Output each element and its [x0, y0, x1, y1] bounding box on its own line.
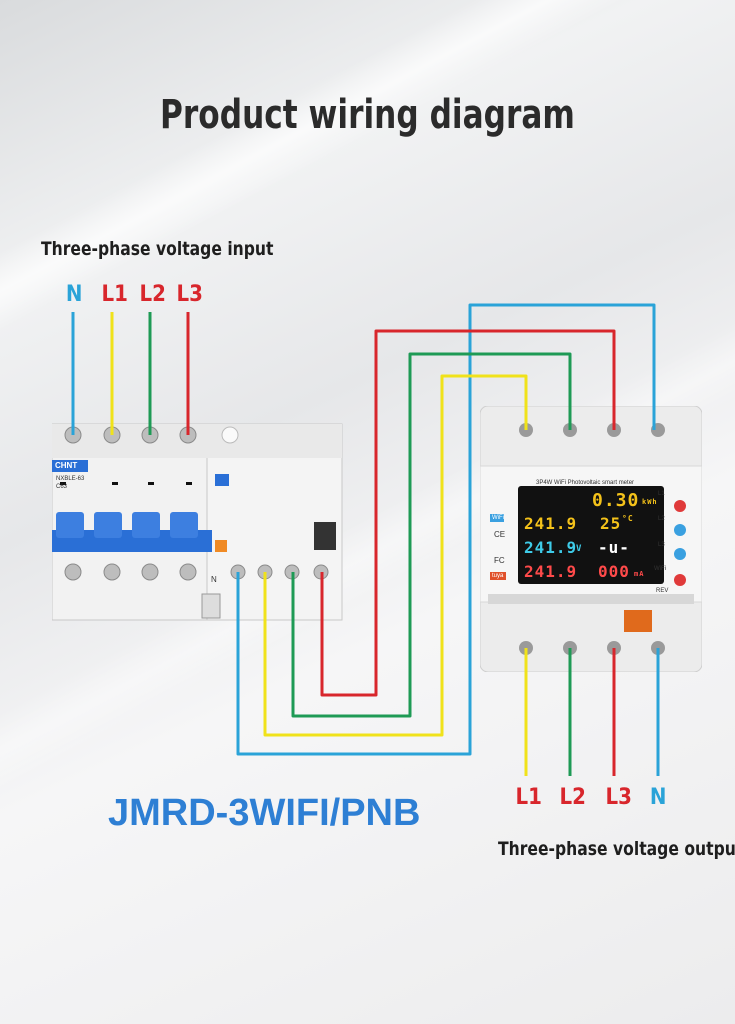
breaker-n-mark: N: [211, 575, 217, 584]
meter-header: 3P4W WiFi Photovoltaic smart meter: [536, 480, 635, 486]
wire-n-link: [236, 303, 656, 756]
output-label-l1: L1: [515, 785, 542, 810]
lcd-temp: 25: [600, 514, 622, 533]
side-label-rev: REV: [656, 588, 669, 594]
lcd-current: 000: [598, 562, 630, 581]
lcd-energy: 0.30: [592, 490, 640, 511]
badge-tuya: tuya: [492, 573, 504, 579]
badge-ce: CE: [494, 530, 506, 539]
lcd-power: 241.9: [524, 514, 578, 533]
smart-meter: 3P4W WiFi Photovoltaic smart meter 0.30 …: [479, 405, 703, 673]
model-name: JMRD-3WIFI/PNB: [108, 792, 421, 834]
page-title: Product wiring diagram: [160, 92, 575, 138]
output-caption: Three-phase voltage output: [498, 838, 735, 860]
side-label-l1: L1: [658, 491, 665, 497]
badge-fc: FC: [494, 556, 505, 565]
breaker-brand: CHNT: [55, 461, 78, 470]
lcd-current-unit: mA: [634, 570, 645, 578]
side-label-wifi: WiFi: [654, 566, 666, 572]
input-label-l1: L1: [101, 282, 128, 307]
wire-l1-link: [263, 374, 528, 737]
input-label-l3: L3: [176, 282, 203, 307]
input-label-l2: L2: [139, 282, 166, 307]
lcd-energy-unit: kWh: [642, 498, 658, 506]
input-label-n: N: [65, 282, 83, 307]
breaker-model: NXBLE-63: [56, 476, 85, 482]
lcd-voltage: 241.9: [524, 538, 578, 557]
lcd-reading: 241.9: [524, 562, 578, 581]
side-label-l3: L3: [658, 542, 665, 548]
badge-wifi: WiFi: [492, 515, 504, 521]
circuit-breaker: CHNT NXBLE-63 C63 N: [51, 422, 344, 622]
breaker-rating: C63: [56, 484, 68, 490]
output-label-n: N: [649, 785, 667, 810]
wire-l3-link: [320, 329, 616, 697]
output-label-l2: L2: [559, 785, 586, 810]
lcd-phase-mark: -u-: [598, 538, 630, 557]
wire-l2-link: [291, 352, 572, 718]
lcd-voltage-unit: V: [576, 544, 583, 554]
lcd-temp-unit: °C: [622, 514, 634, 523]
input-caption: Three-phase voltage input: [41, 238, 274, 260]
meter-lcd: 0.30 kWh 241.9 25 °C 241.9 V -u- 241.9 0…: [518, 486, 664, 584]
output-label-l3: L3: [605, 785, 632, 810]
side-label-l2: L2: [658, 516, 665, 522]
